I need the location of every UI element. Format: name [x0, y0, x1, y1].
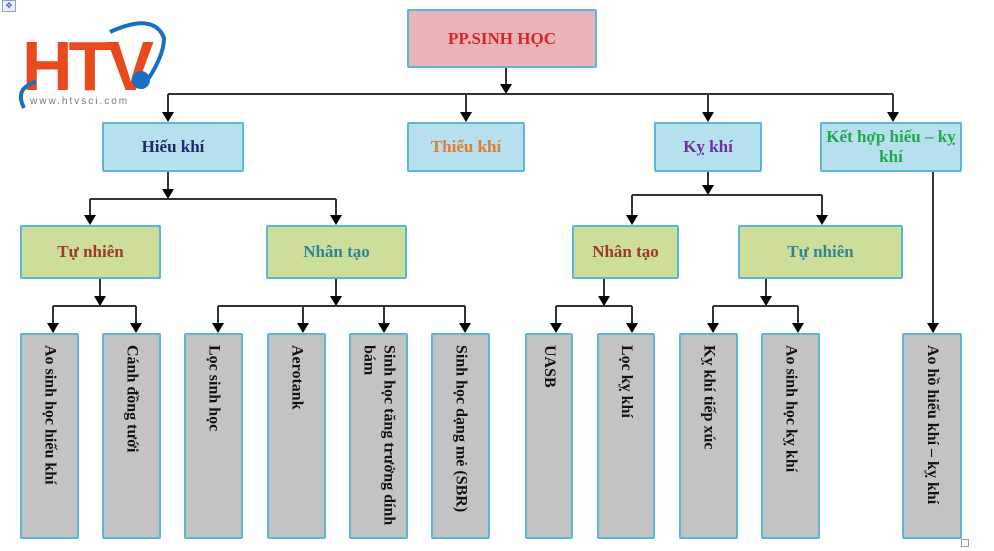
leaf-label: Aerotank: [288, 345, 306, 410]
leaf-node: Sinh học tăng trưởng dính bám: [349, 333, 408, 539]
arrow-head-icon: [330, 296, 342, 306]
leaf-label: Sinh học dạng mẻ (SBR): [452, 345, 470, 513]
leaf-node: Ao sinh học hiếu khí: [20, 333, 79, 539]
leaf-node: Aerotank: [267, 333, 326, 539]
leaf-label: Ao hồ hiếu khí – kỵ khí: [924, 345, 941, 505]
arrow-head-icon: [626, 215, 638, 225]
leaf-node: Cánh đồng tưới: [102, 333, 161, 539]
leaf-label: Ao sinh học hiếu khí: [41, 345, 59, 485]
leaf-node: Sinh học dạng mẻ (SBR): [431, 333, 490, 539]
arrow-head-icon: [702, 112, 714, 122]
arrow-head-icon: [626, 323, 638, 333]
arrow-head-icon: [94, 296, 106, 306]
logo-swoosh-bottom: [19, 80, 37, 109]
arrow-head-icon: [212, 323, 224, 333]
subgroup-ky-khi-nhan-tao: Nhân tạo: [572, 225, 679, 279]
subgroup-label: Nhân tạo: [303, 242, 370, 262]
logo-url: www.htvsci.com: [29, 96, 129, 107]
leaf-node: Kỵ khí tiếp xúc: [679, 333, 738, 539]
arrow-head-icon: [887, 112, 899, 122]
subgroup-ky-khi-tu-nhien: Tự nhiên: [738, 225, 903, 279]
arrow-head-icon: [500, 84, 512, 94]
arrow-head-icon: [702, 185, 714, 195]
arrow-head-icon: [550, 323, 562, 333]
category-label: Hiếu khí: [141, 137, 205, 157]
arrow-head-icon: [84, 215, 96, 225]
root-node: PP.SINH HỌC: [407, 9, 597, 68]
category-ket-hop: Kết hợp hiếu – kỵ khí: [820, 122, 962, 172]
resize-handle[interactable]: [961, 539, 969, 547]
arrow-head-icon: [162, 112, 174, 122]
leaf-node: Ao sinh học kỵ khí: [761, 333, 820, 539]
category-label: Kết hợp hiếu – kỵ khí: [826, 127, 956, 166]
logo-swoosh-top: [109, 21, 167, 90]
htv-logo: HTV www.htvsci.com: [19, 21, 167, 109]
arrow-head-icon: [378, 323, 390, 333]
leaf-label: Cánh đồng tưới: [123, 345, 141, 453]
arrow-head-icon: [47, 323, 59, 333]
arrow-head-icon: [792, 323, 804, 333]
arrow-head-icon: [816, 215, 828, 225]
arrow-head-icon: [927, 323, 939, 333]
leaf-node: Lọc kỵ khí: [597, 333, 655, 539]
category-label: Thiếu khí: [430, 137, 502, 157]
arrow-head-icon: [459, 323, 471, 333]
arrow-head-icon: [162, 189, 174, 199]
logo-letters: HTV: [22, 27, 154, 105]
leaf-node: Lọc sinh học: [184, 333, 243, 539]
arrow-head-icon: [760, 296, 772, 306]
arrow-head-icon: [130, 323, 142, 333]
arrow-head-icon: [707, 323, 719, 333]
category-thieu-khi: Thiếu khí: [407, 122, 525, 172]
subgroup-hieu-khi-nhan-tao: Nhân tạo: [266, 225, 407, 279]
category-ky-khi: Kỵ khí: [654, 122, 762, 172]
subgroup-hieu-khi-tu-nhien: Tự nhiên: [20, 225, 161, 279]
leaf-label: Ao sinh học kỵ khí: [782, 345, 800, 473]
subgroup-label: Tự nhiên: [57, 242, 124, 262]
move-anchor-icon[interactable]: ✥: [2, 0, 16, 12]
leaf-label: Sinh học tăng trưởng dính bám: [360, 345, 398, 526]
category-label: Kỵ khí: [683, 137, 733, 157]
globe-icon: [132, 71, 150, 89]
arrow-head-icon: [297, 323, 309, 333]
arrow-head-icon: [330, 215, 342, 225]
leaf-label: Lọc sinh học: [205, 345, 223, 432]
leaf-node: UASB: [525, 333, 573, 539]
leaf-node: Ao hồ hiếu khí – kỵ khí: [902, 333, 962, 539]
subgroup-label: Tự nhiên: [787, 242, 854, 262]
leaf-label: Kỵ khí tiếp xúc: [700, 345, 718, 450]
subgroup-label: Nhân tạo: [592, 242, 659, 262]
leaf-label: UASB: [541, 345, 558, 388]
category-hieu-khi: Hiếu khí: [102, 122, 244, 172]
arrow-head-icon: [460, 112, 472, 122]
arrow-head-icon: [598, 296, 610, 306]
root-label: PP.SINH HỌC: [447, 28, 556, 48]
leaf-label: Lọc kỵ khí: [618, 345, 635, 418]
